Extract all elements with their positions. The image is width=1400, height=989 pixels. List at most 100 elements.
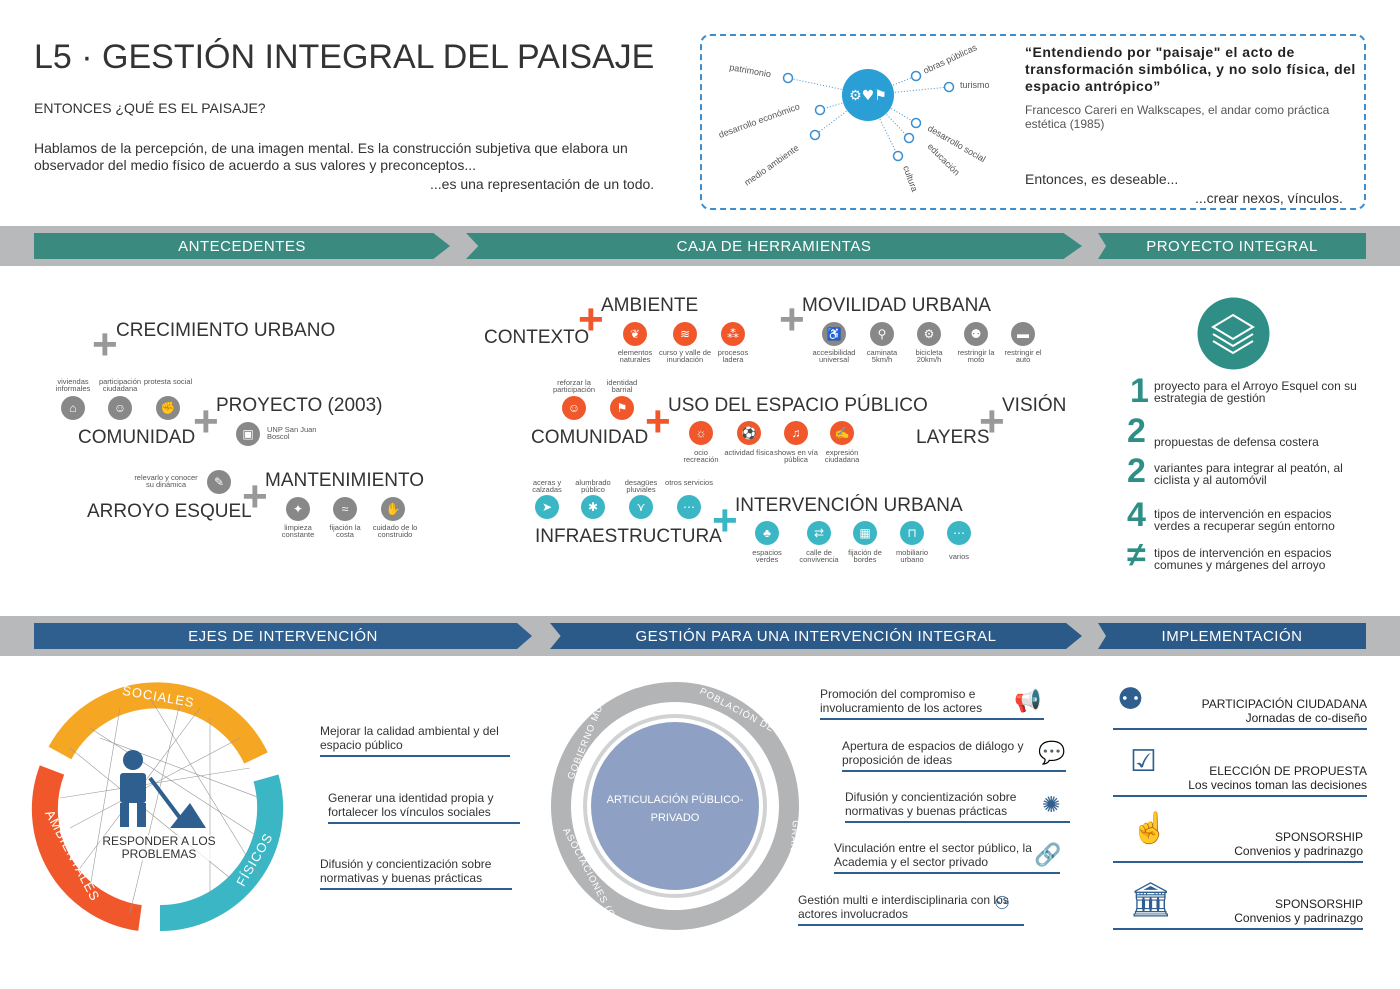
slope-icon: ⁂ xyxy=(721,322,745,346)
leisure-icon: ☼ xyxy=(689,421,713,445)
conclusion-end: ...crear nexos, vínculos. xyxy=(1195,190,1343,206)
impl-item: SPONSORSHIP Convenios y padrinazgo xyxy=(1113,830,1363,863)
impl-item: ELECCIÓN DE PROPUESTA Los vecinos toman … xyxy=(1113,764,1367,797)
arroyo-esquel-label: ARROYO ESQUEL xyxy=(87,501,252,522)
icon-label: protesta social xyxy=(143,377,193,386)
care-icon: ✋ xyxy=(381,497,405,521)
handshake-icon: ☝ xyxy=(1131,812,1169,845)
count-text: proyecto para el Arroyo Esquel con su es… xyxy=(1154,379,1357,405)
unp-label: UNP San Juan Boscol xyxy=(267,425,317,441)
gestion-item: Apertura de espacios de diálogo y propos… xyxy=(842,739,1066,772)
page-subtitle: ENTONCES ¿QUÉ ES EL PAISAJE? xyxy=(34,100,266,116)
show-icon: ♫ xyxy=(784,421,808,445)
layers-icon xyxy=(1197,297,1270,370)
count-number: 2 xyxy=(1127,412,1146,450)
proyecto-header: PROYECTO INTEGRAL xyxy=(1098,233,1366,259)
node-cultura: cultura xyxy=(901,164,920,193)
node-desarrollo-economico: desarrollo económico xyxy=(717,101,801,140)
impl-item: PARTICIPACIÓN CIUDADANA Jornadas de co-d… xyxy=(1113,697,1367,730)
icon-label: accesibilidad universal xyxy=(812,348,856,364)
plus-icon: + xyxy=(242,472,268,521)
icon-label: ocio recreación xyxy=(683,448,719,464)
survey-icon: ✎ xyxy=(207,470,231,494)
mantenimiento-label: MANTENIMIENTO xyxy=(265,470,425,491)
gestion-header: GESTIÓN PARA UNA INTERVENCIÓN INTEGRAL xyxy=(550,623,1082,649)
expression-icon: ✍ xyxy=(830,421,854,445)
crecimiento-label: CRECIMIENTO URBANO xyxy=(116,320,336,341)
ambiente-label: AMBIENTE xyxy=(601,295,699,316)
icon-label: viviendas informales xyxy=(55,377,91,393)
page-title: L5 · GESTIÓN INTEGRAL DEL PAISAJE xyxy=(34,38,655,76)
impl-title: ELECCIÓN DE PROPUESTA xyxy=(1209,764,1367,778)
services-icon: ⋯ xyxy=(677,495,701,519)
count-text: propuestas de defensa costera xyxy=(1154,435,1319,449)
plus-icon: + xyxy=(193,397,219,446)
impl-title: SPONSORSHIP xyxy=(1274,897,1363,911)
svg-text:⚙♥⚑: ⚙♥⚑ xyxy=(849,88,887,104)
icon-label: participación ciudadana xyxy=(98,377,142,393)
plus-icon: + xyxy=(712,496,738,545)
ejes-ring-diagram xyxy=(31,682,284,932)
icon-label: actividad física xyxy=(724,448,774,457)
ejes-header: EJES DE INTERVENCIÓN xyxy=(34,623,532,649)
icon-label: alumbrado público xyxy=(575,478,611,494)
layers-label: LAYERS xyxy=(916,427,990,448)
bicycle-icon: ⚙ xyxy=(917,322,941,346)
icon-label: restringir el auto xyxy=(1004,348,1042,364)
protest-icon: ✊ xyxy=(156,396,180,420)
icon-label: calle de convivencia xyxy=(799,548,839,564)
ring-center-text: RESPONDER A LOS PROBLEMAS xyxy=(100,835,218,861)
eje-item: Mejorar la calidad ambiental y del espac… xyxy=(320,724,510,757)
broom-icon: ✦ xyxy=(286,497,310,521)
icon-label: curso y valle de inundación xyxy=(658,348,712,364)
eje-item: Difusión y concientización sobre normati… xyxy=(320,857,512,890)
gestion-item: Vinculación entre el sector público, la … xyxy=(834,841,1060,874)
misc-icon: ⋯ xyxy=(947,521,971,545)
antecedentes-header: ANTECEDENTES xyxy=(34,233,450,259)
icon-label: elementos naturales xyxy=(617,348,653,364)
team-icon: ⚇ xyxy=(994,893,1011,913)
node-obras-publicas: obras públicas xyxy=(922,42,979,76)
icon-label: limpieza constante xyxy=(281,523,315,539)
plus-icon: + xyxy=(779,295,805,344)
icon-label: restringir la moto xyxy=(957,348,995,364)
icon-label: mobiliario urbano xyxy=(895,548,929,564)
nature-icon: ❦ xyxy=(623,322,647,346)
infraestructura-label: INFRAESTRUCTURA xyxy=(535,526,722,547)
gestion-item: Difusión y concientización sobre normati… xyxy=(845,790,1070,823)
impl-sub: Convenios y padrinazgo xyxy=(1234,911,1363,925)
megaphone-icon: 📢 xyxy=(1014,688,1042,713)
proyecto-2003-label: PROYECTO (2003) xyxy=(216,395,383,416)
chat-icon: 💬 xyxy=(1038,740,1066,765)
light-icon: ✱ xyxy=(581,495,605,519)
eje-item: Generar una identidad propia y fortalece… xyxy=(328,791,520,824)
icon-label: espacios verdes xyxy=(752,548,782,564)
concept-box xyxy=(700,34,1366,210)
tree-icon: ♣ xyxy=(755,521,779,545)
identity-icon: ⚑ xyxy=(610,396,634,420)
institution-icon: 🏛 xyxy=(1129,881,1173,919)
gestion-center-text: ARTICULACIÓN PÚBLICO-PRIVADO xyxy=(606,794,744,824)
gestion-ring-diagram: GOBIERNO MUNICIPAL POBLACIÓN DE ESQUEL G… xyxy=(551,680,805,932)
river-icon: ≋ xyxy=(673,322,697,346)
implementacion-header: IMPLEMENTACIÓN xyxy=(1098,623,1366,649)
car-icon: ▬ xyxy=(1011,322,1035,346)
conclusion-text: Entonces, es deseable... xyxy=(1025,171,1179,187)
count-number: 4 xyxy=(1127,496,1146,534)
sport-icon: ⚽ xyxy=(737,421,761,445)
count-text: tipos de intervención en espacios comune… xyxy=(1154,546,1332,572)
movilidad-label: MOVILIDAD URBANA xyxy=(802,295,991,316)
count-number: ≠ xyxy=(1127,536,1146,574)
plus-icon: + xyxy=(578,295,604,344)
concept-hub-icon xyxy=(842,69,894,121)
walk-icon: ⚲ xyxy=(870,322,894,346)
icon-label: caminata 5km/h xyxy=(866,348,898,364)
quote-citation: Francesco Careri en Walkscapes, el andar… xyxy=(1025,103,1330,131)
impl-title: SPONSORSHIP xyxy=(1274,830,1363,844)
house-icon: ⌂ xyxy=(61,396,85,420)
icon-label: shows en vía pública xyxy=(774,448,818,464)
icon-label: varios xyxy=(948,552,969,561)
comunidad-label: COMUNIDAD xyxy=(78,427,196,448)
node-patrimonio: patrimonio xyxy=(729,62,772,79)
concept-map: ⚙♥⚑ patrimonio desarrollo económico medi… xyxy=(717,42,989,193)
